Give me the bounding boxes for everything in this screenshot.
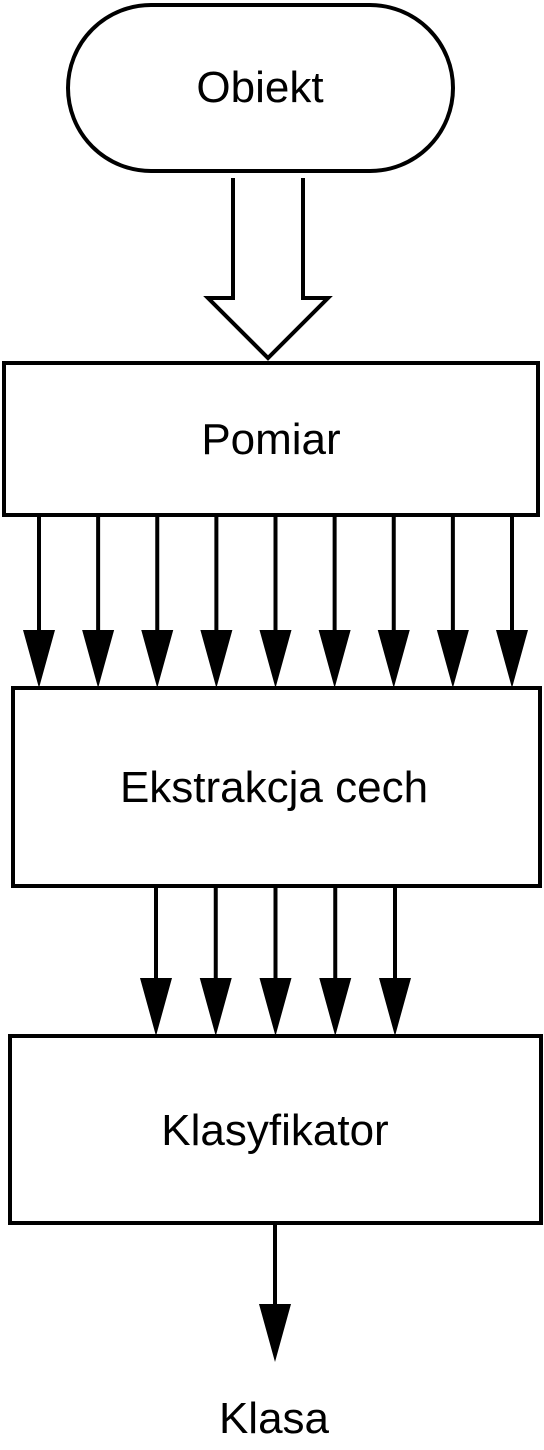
flow-arrow bbox=[140, 888, 172, 1036]
flow-arrow bbox=[496, 517, 528, 688]
start-node bbox=[66, 3, 455, 173]
output-label: Klasa bbox=[219, 1394, 330, 1443]
measurement-to-extraction-arrows bbox=[23, 517, 528, 688]
feature-extraction-box-label: Ekstrakcja cech bbox=[120, 763, 428, 812]
flow-arrow bbox=[23, 517, 55, 688]
start-node-label: Obiekt bbox=[196, 63, 323, 112]
flow-arrow bbox=[82, 517, 115, 688]
flow-arrow bbox=[199, 888, 232, 1036]
flow-arrow bbox=[141, 517, 174, 688]
feature-extraction-box bbox=[11, 686, 542, 888]
flow-arrow bbox=[436, 517, 469, 688]
hollow-arrow bbox=[203, 178, 333, 361]
flow-arrow bbox=[259, 517, 292, 688]
classifier-box bbox=[8, 1034, 543, 1225]
flow-arrow bbox=[379, 888, 411, 1036]
extraction-to-classifier-arrows bbox=[140, 888, 411, 1036]
flow-arrow bbox=[319, 888, 352, 1036]
flow-arrow bbox=[377, 517, 410, 688]
classifier-to-output-arrow bbox=[259, 1225, 291, 1362]
flow-arrow bbox=[259, 1225, 291, 1362]
measurement-box-label: Pomiar bbox=[201, 415, 340, 464]
flow-arrow bbox=[200, 517, 233, 688]
measurement-box bbox=[2, 361, 540, 517]
classifier-box-label: Klasyfikator bbox=[161, 1106, 388, 1155]
flow-arrow bbox=[259, 888, 292, 1036]
flow-arrow bbox=[318, 517, 351, 688]
